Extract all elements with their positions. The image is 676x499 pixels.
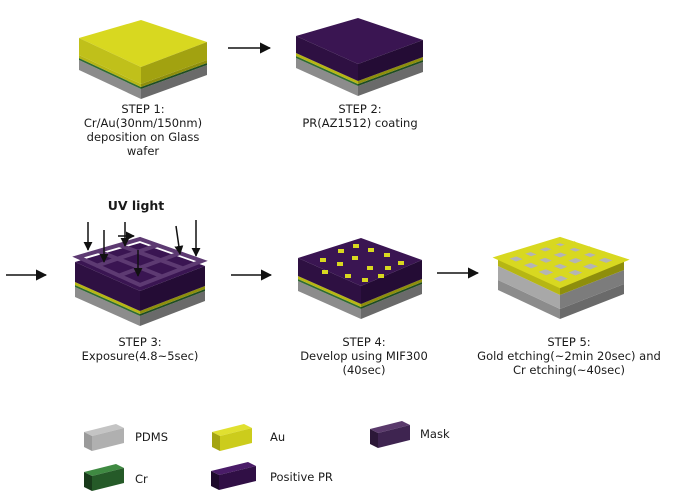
step1-au-side-right [141, 42, 207, 84]
step3-title: STEP 3: [118, 335, 162, 349]
gold-block-icon [212, 424, 252, 451]
step3-caption: STEP 3: Exposure(4.8~5sec) [70, 335, 210, 363]
step5-line2: Cr etching(~40sec) [512, 363, 626, 377]
step4-pr-left-face [298, 258, 361, 304]
step1-line3: wafer [126, 144, 160, 158]
legend-label-mask: Mask [420, 427, 450, 441]
step1-au-left-face [79, 55, 141, 87]
step2-pr-left-face [296, 36, 358, 81]
step3-au-left-face [75, 282, 140, 314]
step3-pr-right-face [140, 266, 205, 311]
step3-line1: Exposure(4.8~5sec) [81, 349, 199, 363]
step2-wafer-stack [296, 18, 423, 96]
step1-pdms-left-face [79, 60, 141, 99]
step4-au-left-face [298, 276, 361, 307]
chrome-block-icon [84, 464, 124, 491]
step2-au-right-face [358, 57, 423, 84]
step3-pr-left-face [75, 262, 140, 311]
step2-pr-right-face [358, 40, 423, 81]
pdms-block-icon [84, 424, 124, 451]
step3-pdms-left-face [75, 287, 140, 326]
step1-cr-left-face [79, 58, 141, 89]
step1-line1: Cr/Au(30nm/150nm) [83, 116, 203, 130]
step1-pdms-right-face [141, 65, 207, 99]
step1-caption: STEP 1: Cr/Au(30nm/150nm) deposition on … [78, 102, 208, 158]
step5-line1: Gold etching(~2min 20sec) and [477, 349, 661, 363]
step3-cr-left-face [75, 285, 140, 316]
step1-cr-right-face [141, 63, 207, 89]
step5-pdms-left-face [498, 280, 560, 319]
step5-wafer-stack [492, 236, 630, 319]
step4-line1: Develop using MIF300 [300, 349, 428, 363]
step5-title: STEP 5: [547, 335, 591, 349]
legend-label-positive-pr: Positive PR [270, 470, 333, 484]
step5-au-left-face [498, 258, 560, 295]
step4-cr-right-face [361, 282, 422, 309]
step3-cr-right-face [140, 289, 205, 316]
step4-cr-left-face [298, 279, 361, 309]
step1-au-right-face [141, 60, 207, 87]
step2-title: STEP 2: [338, 102, 382, 116]
step1-au-side-left [79, 38, 141, 84]
step4-pdms-left-face [298, 281, 361, 319]
legend-label-cr: Cr [135, 472, 148, 486]
step4-pr-top-face [298, 238, 422, 286]
step5-au-right-face [560, 260, 624, 295]
step2-caption: STEP 2: PR(AZ1512) coating [295, 102, 425, 130]
positive-pr-block-icon [211, 462, 256, 490]
mask-block-icon [370, 421, 410, 448]
step1-line2: deposition on Glass [86, 130, 200, 144]
step3-au-right-face [140, 286, 205, 314]
step2-line1: PR(AZ1512) coating [302, 116, 418, 130]
uv-light-arrows [83, 220, 201, 277]
step5-caption: STEP 5: Gold etching(~2min 20sec) and Cr… [466, 335, 672, 377]
step5-pdms-right-face [560, 284, 624, 319]
step5-pdms-upper-right [560, 270, 624, 309]
step2-cr-right-face [358, 60, 423, 86]
step4-title: STEP 4: [342, 335, 386, 349]
step2-au-left-face [296, 53, 358, 84]
step4-pdms-right-face [361, 284, 422, 319]
step5-gold-mesh [492, 236, 630, 289]
step4-gold-openings [320, 244, 404, 282]
legend-label-au: Au [270, 430, 286, 444]
legend-label-pdms: PDMS [135, 430, 169, 444]
step2-pdms-right-face [358, 62, 423, 96]
step1-wafer-stack [79, 20, 207, 99]
step2-pdms-left-face [296, 58, 358, 96]
step4-wafer-stack [298, 238, 422, 319]
step4-caption: STEP 4: Develop using MIF300 (40sec) [284, 335, 444, 377]
step1-title: STEP 1: [121, 102, 165, 116]
step4-line2: (40sec) [342, 363, 386, 377]
step4-au-right-face [361, 279, 422, 307]
step2-pr-top-face [296, 18, 423, 64]
step3-pdms-right-face [140, 291, 205, 326]
step2-cr-left-face [296, 56, 358, 86]
step5-pdms-upper-left [498, 266, 560, 309]
step4-pr-right-face [361, 260, 422, 304]
uv-light-label: UV light [107, 198, 165, 213]
step1-au-top-face [79, 20, 207, 67]
step3-wafer-stack [72, 220, 208, 326]
